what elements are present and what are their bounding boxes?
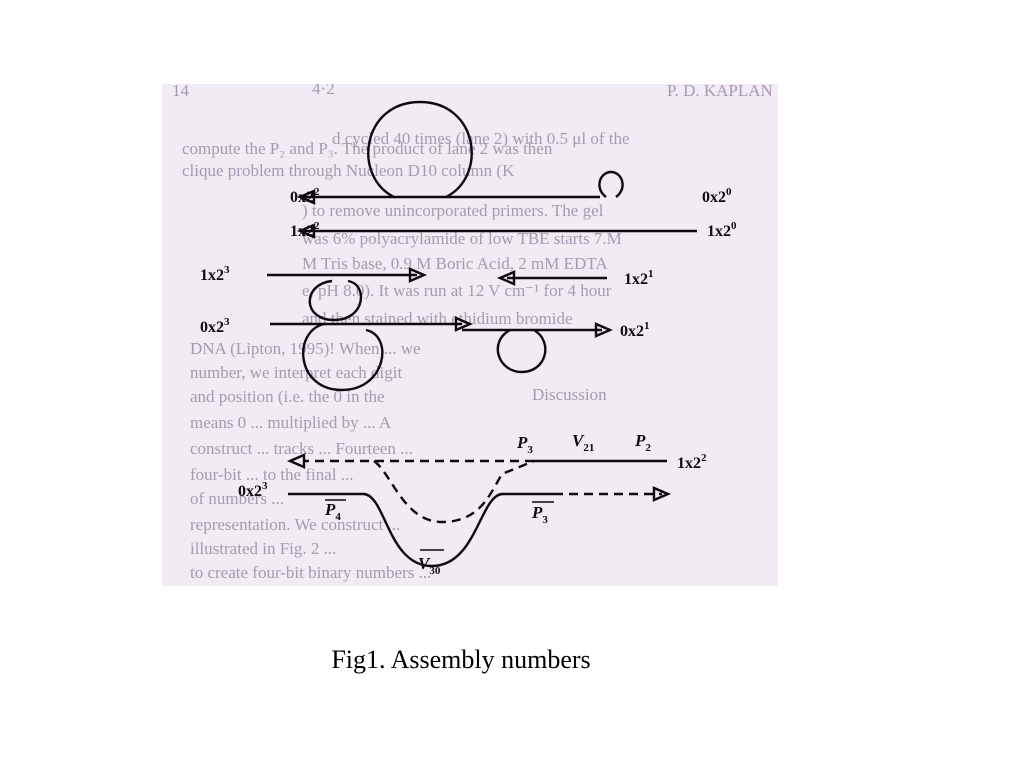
label-1x2-0: 1x20 bbox=[707, 220, 737, 240]
label-1x2-3: 1x23 bbox=[200, 264, 230, 284]
strand-bottom bbox=[288, 492, 554, 568]
loop bbox=[308, 279, 363, 322]
small-loop bbox=[598, 170, 624, 198]
loop-right bbox=[496, 328, 547, 374]
arrow-head bbox=[408, 267, 428, 283]
label-1x2-2: 1x22 bbox=[290, 220, 320, 240]
bg-line: ) to remove unincorporated primers. The … bbox=[302, 201, 604, 220]
dashed-curve bbox=[373, 459, 535, 524]
label-0x2-0: 0x20 bbox=[702, 186, 732, 206]
loop-left bbox=[301, 322, 384, 392]
label-0x2-2: 0x22 bbox=[290, 186, 320, 206]
segment-p3-top: P3 bbox=[516, 433, 533, 456]
row-1x2-2: 1x22 1x20 bbox=[290, 220, 737, 240]
bg-line: and position (i.e. the 0 in the bbox=[190, 387, 385, 406]
segment-p4: P4 bbox=[324, 500, 341, 523]
segment-p2: P2 bbox=[634, 431, 651, 454]
bg-line: DNA (Lipton, 1995)! When ... we bbox=[190, 339, 421, 358]
row-0x2-3: 0x23 0x21 bbox=[200, 316, 650, 392]
label-0x2-1: 0x21 bbox=[620, 320, 650, 340]
segment-p3-bottom: P3 bbox=[531, 503, 548, 526]
arrow-head bbox=[594, 322, 614, 338]
scanned-figure: 14 4·2 P. D. KAPLAN d cycled 40 times (l… bbox=[162, 84, 778, 586]
arrow-head bbox=[652, 486, 672, 502]
arrow-head bbox=[286, 453, 306, 469]
bg-line: number, we interpret each digit bbox=[190, 363, 402, 382]
background-page-text: 14 4·2 P. D. KAPLAN d cycled 40 times (l… bbox=[172, 84, 773, 582]
arrow-head bbox=[496, 270, 516, 286]
bg-discussion: Discussion bbox=[532, 385, 607, 404]
bg-header-left: 14 bbox=[172, 84, 190, 100]
figure-caption: Fig1. Assembly numbers bbox=[331, 645, 591, 674]
large-loop bbox=[367, 100, 473, 199]
label-0x2-3: 0x23 bbox=[200, 316, 230, 336]
label-1x2-1: 1x21 bbox=[624, 268, 654, 288]
bg-line: four-bit ... to the final ... bbox=[190, 465, 353, 484]
label-1x2-2-bottom: 1x22 bbox=[677, 452, 707, 472]
bg-header-right: P. D. KAPLAN bbox=[667, 84, 773, 100]
arrow-head bbox=[454, 316, 474, 332]
bottom-assembly: P3 V21 P2 P4 P3 V30 bbox=[238, 431, 707, 577]
bg-line: M Tris base, 0.9 M Boric Acid, 2 mM EDTA bbox=[302, 254, 608, 273]
arrow-head bbox=[296, 189, 316, 205]
bg-line: representation. We construct ... bbox=[190, 515, 400, 534]
bg-header-center: 4·2 bbox=[312, 84, 335, 98]
bg-line: to create four-bit binary numbers ... bbox=[190, 563, 431, 582]
bg-line: illustrated in Fig. 2 ... bbox=[190, 539, 336, 558]
label-0x2-3-bottom: 0x23 bbox=[238, 480, 268, 500]
row-0x2-2: 0x22 0x20 bbox=[290, 100, 732, 206]
bg-line: e, pH 8.0). It was run at 12 V cm⁻¹ for … bbox=[302, 281, 612, 300]
bg-line: of numbers ... bbox=[190, 489, 284, 508]
assembly-diagram: 14 4·2 P. D. KAPLAN d cycled 40 times (l… bbox=[172, 84, 773, 582]
arrow-head bbox=[296, 223, 316, 239]
bg-line: clique problem through Nucleon D10 colum… bbox=[182, 161, 515, 180]
row-1x2-3: 1x23 1x21 bbox=[200, 264, 654, 322]
bg-line: was 6% polyacrylamide of low TBE starts … bbox=[302, 229, 622, 248]
segment-v21: V21 bbox=[572, 431, 594, 454]
bg-line: construct ... tracks ... Fourteen ... bbox=[190, 439, 413, 458]
segment-v30: V30 bbox=[418, 554, 441, 577]
bg-line: means 0 ... multiplied by ... A bbox=[190, 413, 392, 432]
bg-line: d cycled 40 times (lane 2) with 0.5 μl o… bbox=[332, 129, 630, 148]
